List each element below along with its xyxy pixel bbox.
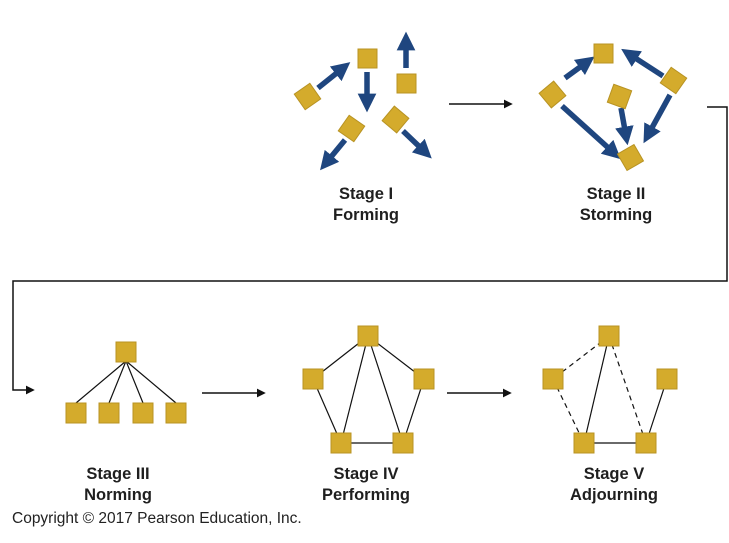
dashed-link-line [608, 335, 647, 444]
member-node [392, 432, 414, 454]
link-line [125, 360, 177, 404]
stage-name: Forming [333, 206, 399, 224]
forming-arrow [316, 62, 351, 91]
link-line [402, 378, 425, 444]
stage-label-forming: Stage I Forming [296, 184, 436, 226]
stage-name: Adjourning [570, 486, 658, 504]
adjourning-group [542, 325, 678, 454]
link-line [583, 335, 610, 444]
storming-arrow [621, 48, 665, 79]
performing-group [302, 325, 435, 454]
stage-label-performing: Stage IV Performing [296, 464, 436, 506]
member-node [593, 43, 614, 64]
dashed-link-line [552, 378, 585, 444]
stage-label-adjourning: Stage V Adjourning [544, 464, 684, 506]
forming-arrow [320, 138, 348, 171]
member-node [98, 402, 120, 424]
member-node [302, 368, 324, 390]
member-node [413, 368, 435, 390]
link-line [340, 335, 369, 444]
link-line [75, 360, 127, 404]
stage-number: Stage I [338, 185, 394, 203]
storming-arrow [615, 107, 634, 146]
member-node [616, 143, 645, 172]
member-node [659, 66, 688, 95]
storming-arrow [643, 93, 673, 144]
member-node [381, 105, 410, 134]
link-line [312, 378, 342, 444]
flow-connector-2-3 [12, 106, 728, 395]
member-node [573, 432, 595, 454]
stage-name: Norming [84, 486, 152, 504]
member-node [635, 432, 657, 454]
stage-number: Stage II [586, 185, 646, 203]
member-node [293, 82, 322, 111]
stage-name: Storming [579, 206, 653, 224]
stage-number: Stage IV [333, 465, 399, 483]
storming-arrow [563, 56, 595, 81]
stage-label-storming: Stage II Storming [546, 184, 686, 226]
storming-group [538, 43, 688, 172]
forming-arrow [401, 129, 432, 159]
storming-arrow [560, 103, 621, 160]
member-node [542, 368, 564, 390]
member-node [606, 83, 633, 110]
member-node [115, 341, 137, 363]
stage-label-norming: Stage III Norming [48, 464, 188, 506]
link-line [125, 360, 144, 404]
member-node [656, 368, 678, 390]
member-node [65, 402, 87, 424]
norming-group [65, 341, 187, 424]
forming-group [293, 31, 432, 171]
member-node [165, 402, 187, 424]
copyright-notice: Copyright © 2017 Pearson Education, Inc. [12, 510, 302, 527]
link-line [645, 378, 668, 444]
stage-name: Performing [321, 486, 410, 504]
stage-number: Stage V [583, 465, 645, 483]
member-node [330, 432, 352, 454]
link-line [367, 335, 404, 444]
link-line [108, 360, 127, 404]
member-node [357, 48, 378, 69]
member-node [396, 73, 417, 94]
member-node [132, 402, 154, 424]
member-node [598, 325, 620, 347]
member-node [357, 325, 379, 347]
member-node [337, 114, 366, 143]
member-node [538, 80, 567, 109]
stage-number: Stage III [86, 465, 150, 483]
